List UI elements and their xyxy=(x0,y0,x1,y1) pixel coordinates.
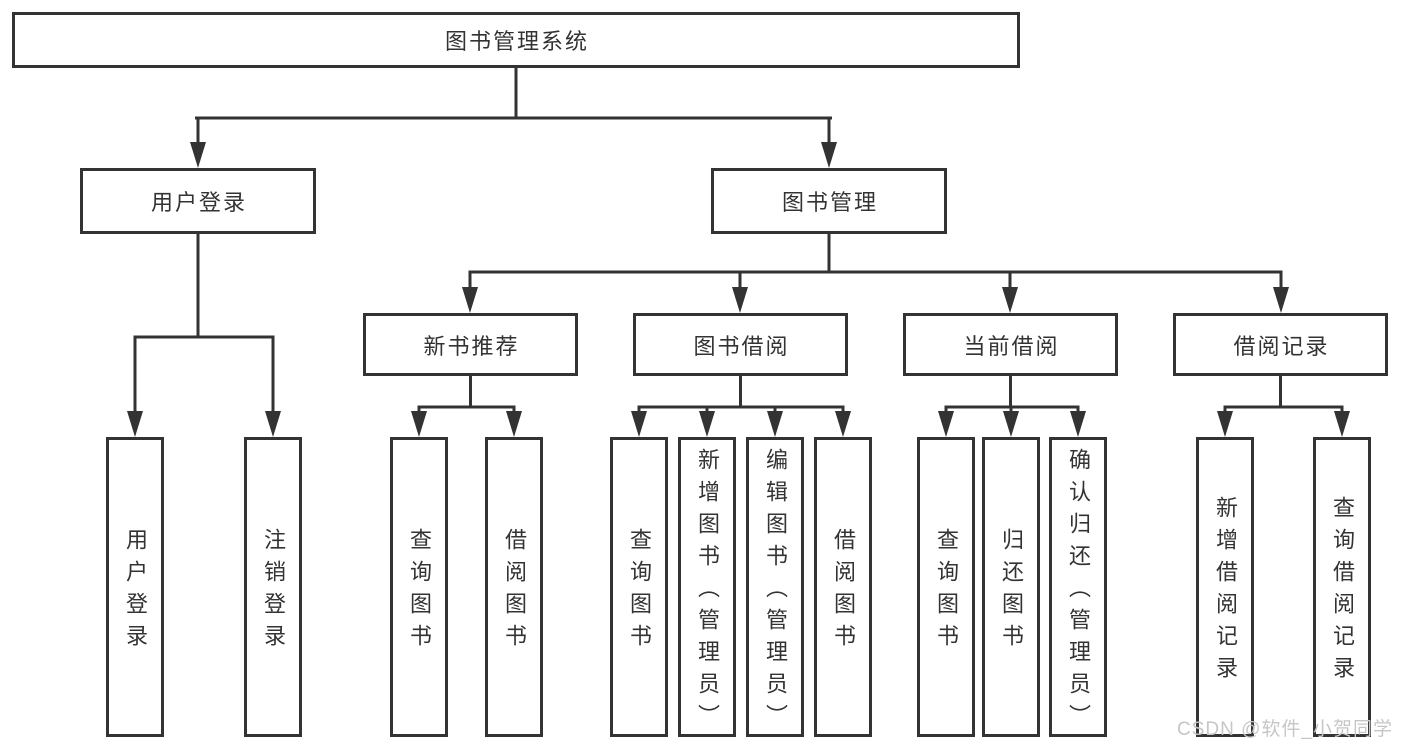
node-label: 借阅图书 xyxy=(831,528,856,656)
node-label: 借阅图书 xyxy=(502,528,527,656)
node-leaf-logout: 注销登录 xyxy=(244,437,302,737)
node-leaf-borrow-books-recommend: 借阅图书 xyxy=(485,437,543,737)
connector-records-to-leaves xyxy=(1217,374,1350,437)
node-label: 新增借阅记录 xyxy=(1213,496,1238,688)
node-leaf-query-books-borrowing: 查询图书 xyxy=(610,437,668,737)
node-leaf-query-books-recommend: 查询图书 xyxy=(390,437,448,737)
csdn-watermark: CSDN @软件_小贺同学 xyxy=(1177,719,1393,740)
node-leaf-return-book: 归还图书 xyxy=(982,437,1040,737)
node-leaf-query-books-current: 查询图书 xyxy=(917,437,975,737)
node-label: 借阅记录 xyxy=(1233,333,1330,359)
node-label: 查询借阅记录 xyxy=(1330,496,1355,688)
node-book-borrowing: 图书借阅 xyxy=(633,313,848,376)
node-label: 图书管理 xyxy=(781,190,878,215)
node-leaf-add-borrow-record: 新增借阅记录 xyxy=(1196,437,1254,737)
node-label: 新增图书（管理员） xyxy=(695,448,720,736)
node-borrowing-records: 借阅记录 xyxy=(1173,313,1388,376)
node-leaf-user-login: 用户登录 xyxy=(106,437,164,737)
connector-borrowing-to-leaves xyxy=(631,374,851,437)
node-label: 确认归还（管理员） xyxy=(1066,448,1091,736)
node-label: 图书借阅 xyxy=(693,333,790,359)
connector-current-to-leaves xyxy=(938,374,1086,437)
node-user-login: 用户登录 xyxy=(80,168,316,234)
node-label: 编辑图书（管理员） xyxy=(763,448,788,736)
node-label: 用户登录 xyxy=(150,190,247,215)
node-leaf-borrow-books-borrowing: 借阅图书 xyxy=(814,437,872,737)
connector-bookmgmt-to-level3 xyxy=(462,232,1289,313)
node-label: 查询图书 xyxy=(627,528,652,656)
node-library-management-system: 图书管理系统 xyxy=(12,12,1020,68)
node-label: 图书管理系统 xyxy=(444,29,589,54)
node-new-book-recommendation: 新书推荐 xyxy=(363,313,578,376)
node-leaf-add-book-admin: 新增图书（管理员） xyxy=(678,437,736,737)
node-book-management: 图书管理 xyxy=(711,168,947,234)
connector-userlogin-to-leaves xyxy=(127,232,281,437)
connector-recommend-to-leaves xyxy=(411,374,522,437)
connector-root-to-level2 xyxy=(190,66,837,168)
node-leaf-query-borrow-record: 查询借阅记录 xyxy=(1313,437,1371,737)
node-label: 当前借阅 xyxy=(963,333,1060,359)
node-label: 注销登录 xyxy=(261,528,286,656)
node-label: 查询图书 xyxy=(407,528,432,656)
node-leaf-confirm-return-admin: 确认归还（管理员） xyxy=(1049,437,1107,737)
node-leaf-edit-book-admin: 编辑图书（管理员） xyxy=(746,437,804,737)
node-label: 用户登录 xyxy=(123,528,148,656)
node-label: 新书推荐 xyxy=(423,333,520,359)
node-label: 归还图书 xyxy=(999,528,1024,656)
node-label: 查询图书 xyxy=(934,528,959,656)
node-current-borrowing: 当前借阅 xyxy=(903,313,1118,376)
